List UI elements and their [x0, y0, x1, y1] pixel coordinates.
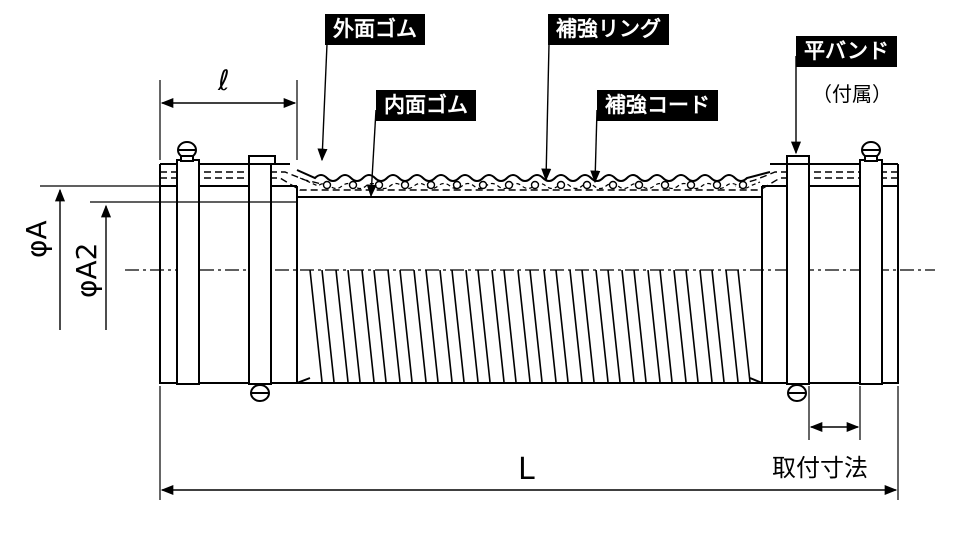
inner-rubber-label: 内面ゴム [376, 90, 476, 121]
ell-label: ℓ [218, 64, 230, 97]
mounting-dimension-label: 取付寸法 [772, 454, 868, 482]
outer-rubber-label: 外面ゴム [325, 14, 425, 45]
left-cuff-dashed [160, 171, 760, 191]
left-band-2 [248, 155, 276, 402]
phi-a-label: φA [20, 220, 53, 258]
leader-lines [317, 43, 802, 198]
reinforcing-cord-label: 補強コード [597, 90, 718, 121]
cord-wave [299, 177, 761, 190]
reinforcing-rings [322, 180, 748, 190]
flat-band-note: （付属） [812, 82, 892, 106]
spiral-reinforcement [309, 270, 751, 382]
right-band-2 [859, 141, 883, 385]
reinforcing-ring-label: 補強リング [548, 14, 669, 45]
left-band-1 [176, 141, 200, 385]
right-band-1 [786, 155, 810, 402]
outer-rubber-wave [296, 169, 771, 182]
flat-band-label: 平バンド [796, 36, 898, 67]
phi-a2-label: φA2 [70, 242, 103, 298]
total-length-label: L [518, 452, 535, 487]
